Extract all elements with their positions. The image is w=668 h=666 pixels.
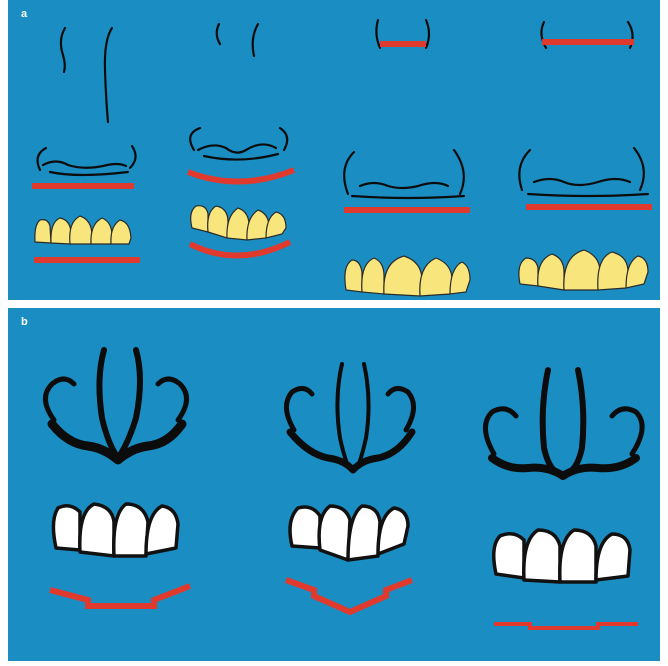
nose-ala-right: [158, 379, 187, 420]
nose-ala-left: [45, 379, 74, 420]
figure-a4: [519, 22, 652, 300]
nose-bridge-right: [253, 24, 258, 56]
nose-tip-outline: [190, 128, 287, 153]
nose-ala-left: [286, 388, 312, 430]
nasal-base-curve: [188, 170, 294, 182]
panel-a-drawing: [8, 0, 660, 300]
nose-tip-lower: [50, 172, 128, 175]
figure-a2: [188, 24, 294, 256]
nose-tip-lower: [352, 196, 464, 198]
teeth-a1: [35, 216, 131, 244]
nose-tip-lower: [204, 154, 278, 160]
panel-b-drawing: [8, 308, 660, 661]
nose-bridge-right: [105, 28, 112, 122]
nose-tip-outline: [344, 150, 464, 194]
nose-base: [52, 424, 182, 460]
teeth-a3: [345, 256, 470, 296]
figure-b1: [45, 350, 190, 606]
nose-ala-left: [485, 409, 516, 454]
incisal-profile: [286, 580, 412, 612]
panel-a: a: [8, 0, 660, 300]
teeth-b1: [53, 504, 178, 556]
nose-ala-right: [388, 388, 414, 430]
nose-columella-right: [118, 350, 140, 458]
nose-columella-left: [543, 370, 556, 472]
nose-columella-left: [99, 350, 118, 458]
figure-b3: [485, 370, 642, 628]
incisal-profile: [50, 586, 190, 606]
panel-b: b: [8, 308, 660, 661]
nose-bridge-left: [376, 20, 380, 48]
teeth-b3: [494, 530, 630, 582]
teeth-a4: [519, 250, 648, 290]
incisal-profile: [494, 624, 638, 628]
nose-columella-right: [358, 364, 369, 466]
nose-tip-outline: [38, 146, 136, 170]
nose-tip-outline: [519, 148, 644, 190]
nose-base: [492, 458, 636, 476]
teeth-a2: [191, 206, 286, 240]
figure-a3: [344, 20, 470, 300]
nose-bridge-right: [426, 20, 429, 48]
nose-ala-right: [612, 409, 642, 454]
nose-columella-right: [570, 370, 583, 472]
nose-bridge-left: [61, 28, 65, 72]
nose-bridge-left: [217, 24, 220, 44]
nose-tip-lower: [528, 194, 648, 196]
nose-base: [290, 432, 412, 470]
figure-b2: [286, 364, 414, 612]
figure-a1: [32, 28, 140, 260]
incisal-curve: [190, 242, 290, 256]
teeth-b2: [290, 506, 408, 560]
nose-columella-left: [337, 364, 348, 466]
